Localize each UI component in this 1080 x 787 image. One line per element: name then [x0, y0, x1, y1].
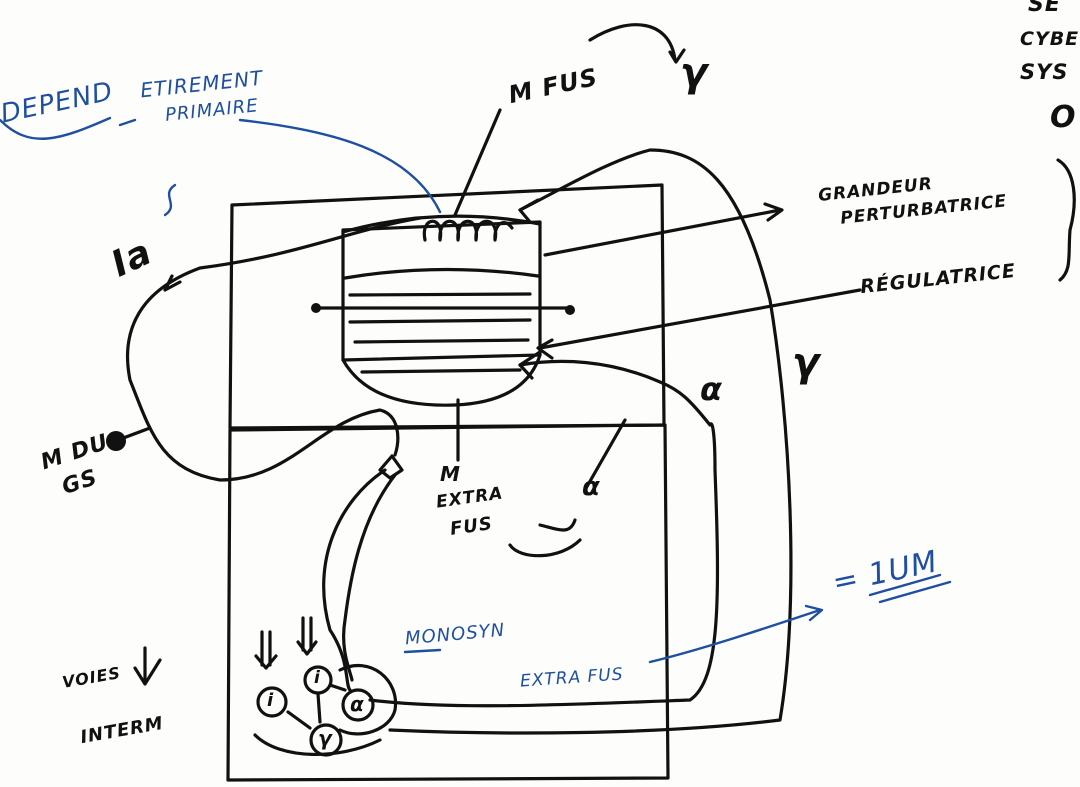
label-top-right-1: SE [1028, 0, 1061, 17]
right-brace [1058, 160, 1074, 280]
gamma-arrowhead [520, 200, 538, 222]
node-label-i-1: i [267, 690, 274, 711]
label-gamma-right: γ [792, 340, 820, 386]
gamma-motor-fiber [390, 150, 791, 733]
label-gamma-top: γ [680, 50, 708, 96]
node-label-gamma: γ [318, 726, 333, 750]
ia-brace [165, 185, 175, 215]
dorsal-root-entry [380, 456, 402, 478]
top-arc [590, 25, 675, 60]
extra-fus-squiggle [510, 520, 580, 556]
label-alpha-mid: α [582, 472, 601, 502]
node-label-i-2: i [314, 668, 321, 688]
label-top-right-4: O [1050, 100, 1077, 135]
label-top-right-2: CYBE [1020, 28, 1079, 50]
extrafus-arrow [650, 606, 822, 662]
label-top-right-3: SYS [1020, 60, 1068, 84]
etirement-dash [120, 120, 135, 125]
node-label-alpha: α [350, 692, 365, 716]
spindle-right-attachment [565, 305, 575, 315]
monosyn-underline [405, 650, 440, 652]
label-alpha-right: α [700, 370, 723, 408]
muscle-spindle [311, 216, 575, 405]
spindle-left-attachment [311, 303, 321, 313]
label-m-extra-fus-1: M [440, 462, 461, 486]
ia-afferent-fiber [128, 218, 420, 480]
voies-down-arrow [135, 648, 160, 684]
